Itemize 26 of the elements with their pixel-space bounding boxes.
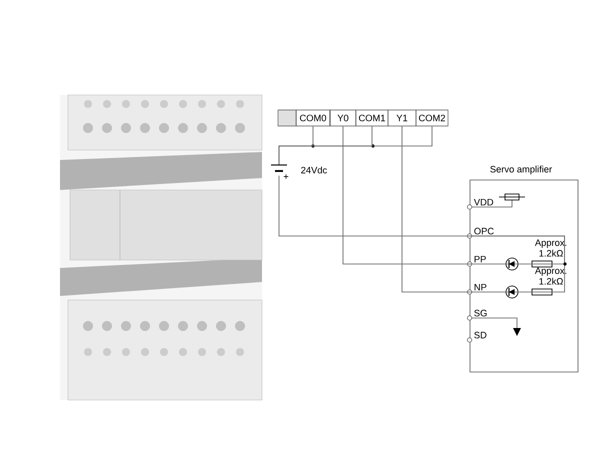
terminal: NP: [467, 284, 486, 295]
wire: [342, 126, 470, 264]
terminal: PP: [467, 256, 486, 267]
terminal-cell: COM1: [356, 110, 388, 126]
node-label: PP: [474, 256, 486, 262]
wire: [278, 126, 432, 165]
wire: [278, 175, 470, 236]
battery-symbol: [270, 164, 288, 172]
node-label: SD: [474, 332, 486, 338]
node-label: VDD: [474, 198, 494, 206]
terminal: OPC: [467, 228, 494, 239]
wire: [469, 236, 565, 295]
node-label: NP: [474, 284, 486, 290]
node-label: SG: [474, 310, 487, 316]
wire: [402, 126, 470, 292]
polarity-sign: +: [284, 174, 288, 179]
terminal: SG: [467, 310, 487, 321]
terminal-cell: COM0: [296, 110, 330, 126]
terminal-cell: Y1: [388, 110, 416, 126]
terminal-cell: Y0: [330, 110, 356, 126]
node-label: OPC: [474, 228, 494, 234]
node-label: Servo amplifier: [490, 166, 552, 174]
voltage-label: 24Vdc: [301, 166, 327, 174]
terminal: VDD: [467, 198, 494, 210]
terminal: SD: [467, 332, 486, 343]
terminal-cell: COM2: [416, 110, 448, 126]
